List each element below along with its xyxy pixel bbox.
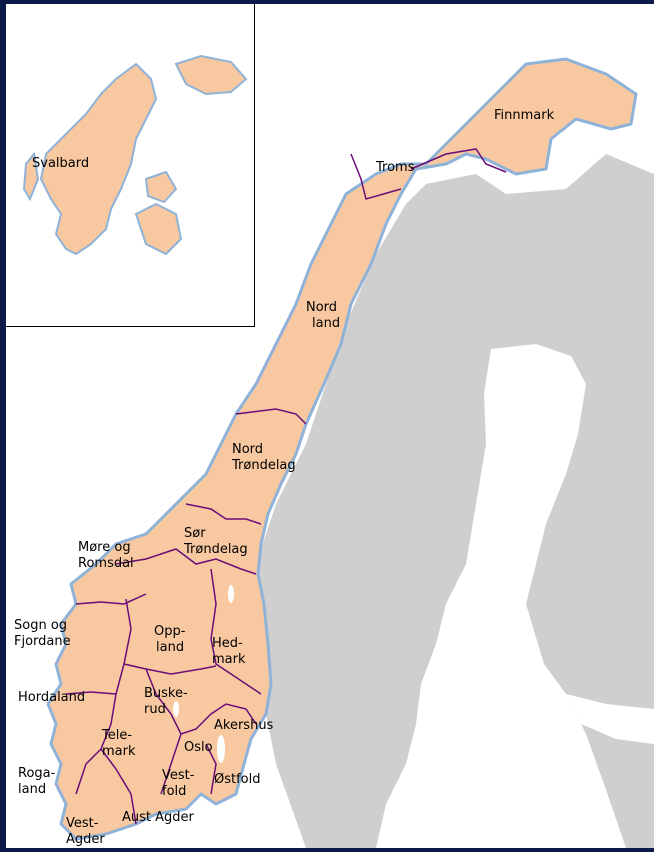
svalbard-label: Svalbard — [32, 156, 90, 171]
region-label-aust-agder: Aust Agder — [122, 810, 194, 825]
region-label-telemark: Tele- mark — [102, 728, 136, 759]
region-label-oslo: Oslo — [184, 740, 213, 755]
region-label-nordland: Nord land — [306, 300, 341, 331]
svalbard-barentsoya — [144, 170, 178, 204]
region-label-rogaland: Roga- land — [18, 766, 56, 797]
region-label-hordaland: Hordaland — [18, 690, 86, 705]
gulf-of-bothnia — [376, 344, 626, 848]
map-graphics — [46, 57, 654, 848]
neighbor-countries — [251, 154, 654, 848]
svalbard-main-island — [40, 63, 157, 255]
gulf-of-finland — [566, 694, 654, 744]
svalbard-inset: Svalbard — [6, 4, 255, 327]
svalbard-prins-karls-forland — [22, 151, 40, 202]
region-label-sor-trondelag: Sør Trøndelag — [184, 526, 248, 557]
region-label-akershus: Akershus — [214, 718, 274, 733]
region-label-vest-agder: Vest- Agder — [66, 816, 105, 847]
region-label-more-romsdal: Møre og Romsdal — [78, 540, 134, 571]
region-label-sogn-fjordane: Sogn og Fjordane — [14, 618, 71, 649]
region-label-vestfold: Vest- fold — [162, 768, 195, 799]
svalbard-graphics — [22, 54, 248, 256]
region-label-troms: Troms — [376, 160, 415, 175]
norway-county-map: Svalbard Finnmark Troms Nord land Nord T… — [6, 4, 654, 848]
region-label-nord-trondelag: Nord Trøndelag — [232, 442, 296, 473]
region-label-oppland: Opp- land — [154, 624, 186, 655]
county-borders — [65, 148, 507, 825]
norway-mainland — [46, 57, 638, 841]
svalbard-edgeoya — [134, 202, 183, 256]
region-label-buskerud: Buske- rud — [144, 686, 188, 717]
region-label-finnmark: Finnmark — [494, 108, 555, 123]
region-label-ostfold: Østfold — [214, 772, 261, 787]
svalbard-north-east-island — [174, 54, 248, 96]
region-label-hedmark: Hed- mark — [212, 636, 246, 667]
lakes — [173, 585, 234, 763]
